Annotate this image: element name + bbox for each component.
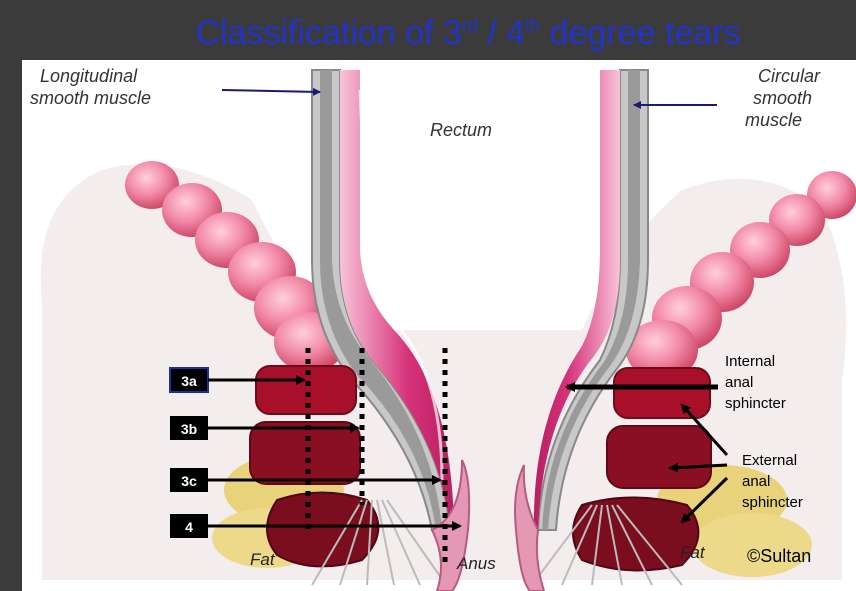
grade-3a-text: 3a [181,373,197,389]
label-circular-line3: muscle [745,110,802,130]
label-longitudinal-line2: smooth muscle [30,88,151,108]
anal-canal-diagram: 3a 3b 3c 4 Longitudinal smooth muscle Ci… [22,60,856,591]
grade-4-text: 4 [185,519,193,535]
title-prefix: Classification of 3 [195,14,461,52]
slide-title: Classification of 3rd / 4th degree tears [40,14,856,53]
label-external-line2: anal [742,473,770,490]
label-external-line3: sphincter [742,494,803,511]
label-anus: Anus [456,554,496,573]
grade-3c-text: 3c [181,473,197,489]
label-internal-line2: anal [725,374,753,391]
label-longitudinal-line1: Longitudinal [40,66,138,86]
label-fat-right: Fat [680,543,706,562]
grade-3b-text: 3b [181,421,197,437]
label-external-line1: External [742,452,797,469]
label-fat-left: Fat [250,550,276,569]
label-circular-line1: Circular [758,66,821,86]
label-rectum: Rectum [430,120,492,140]
left-external-sphincter-3b [250,422,360,484]
title-middle: / 4 [478,14,525,52]
label-internal-line3: sphincter [725,395,786,412]
title-suffix: degree tears [540,14,740,52]
title-sup-rd: rd [462,16,478,36]
label-circular-line2: smooth [753,88,812,108]
label-internal-line1: Internal [725,353,775,370]
title-sup-th: th [525,16,540,36]
right-external-sphincter [607,426,711,488]
right-internal-sphincter [614,368,710,418]
copyright-label: ©Sultan [747,546,811,566]
